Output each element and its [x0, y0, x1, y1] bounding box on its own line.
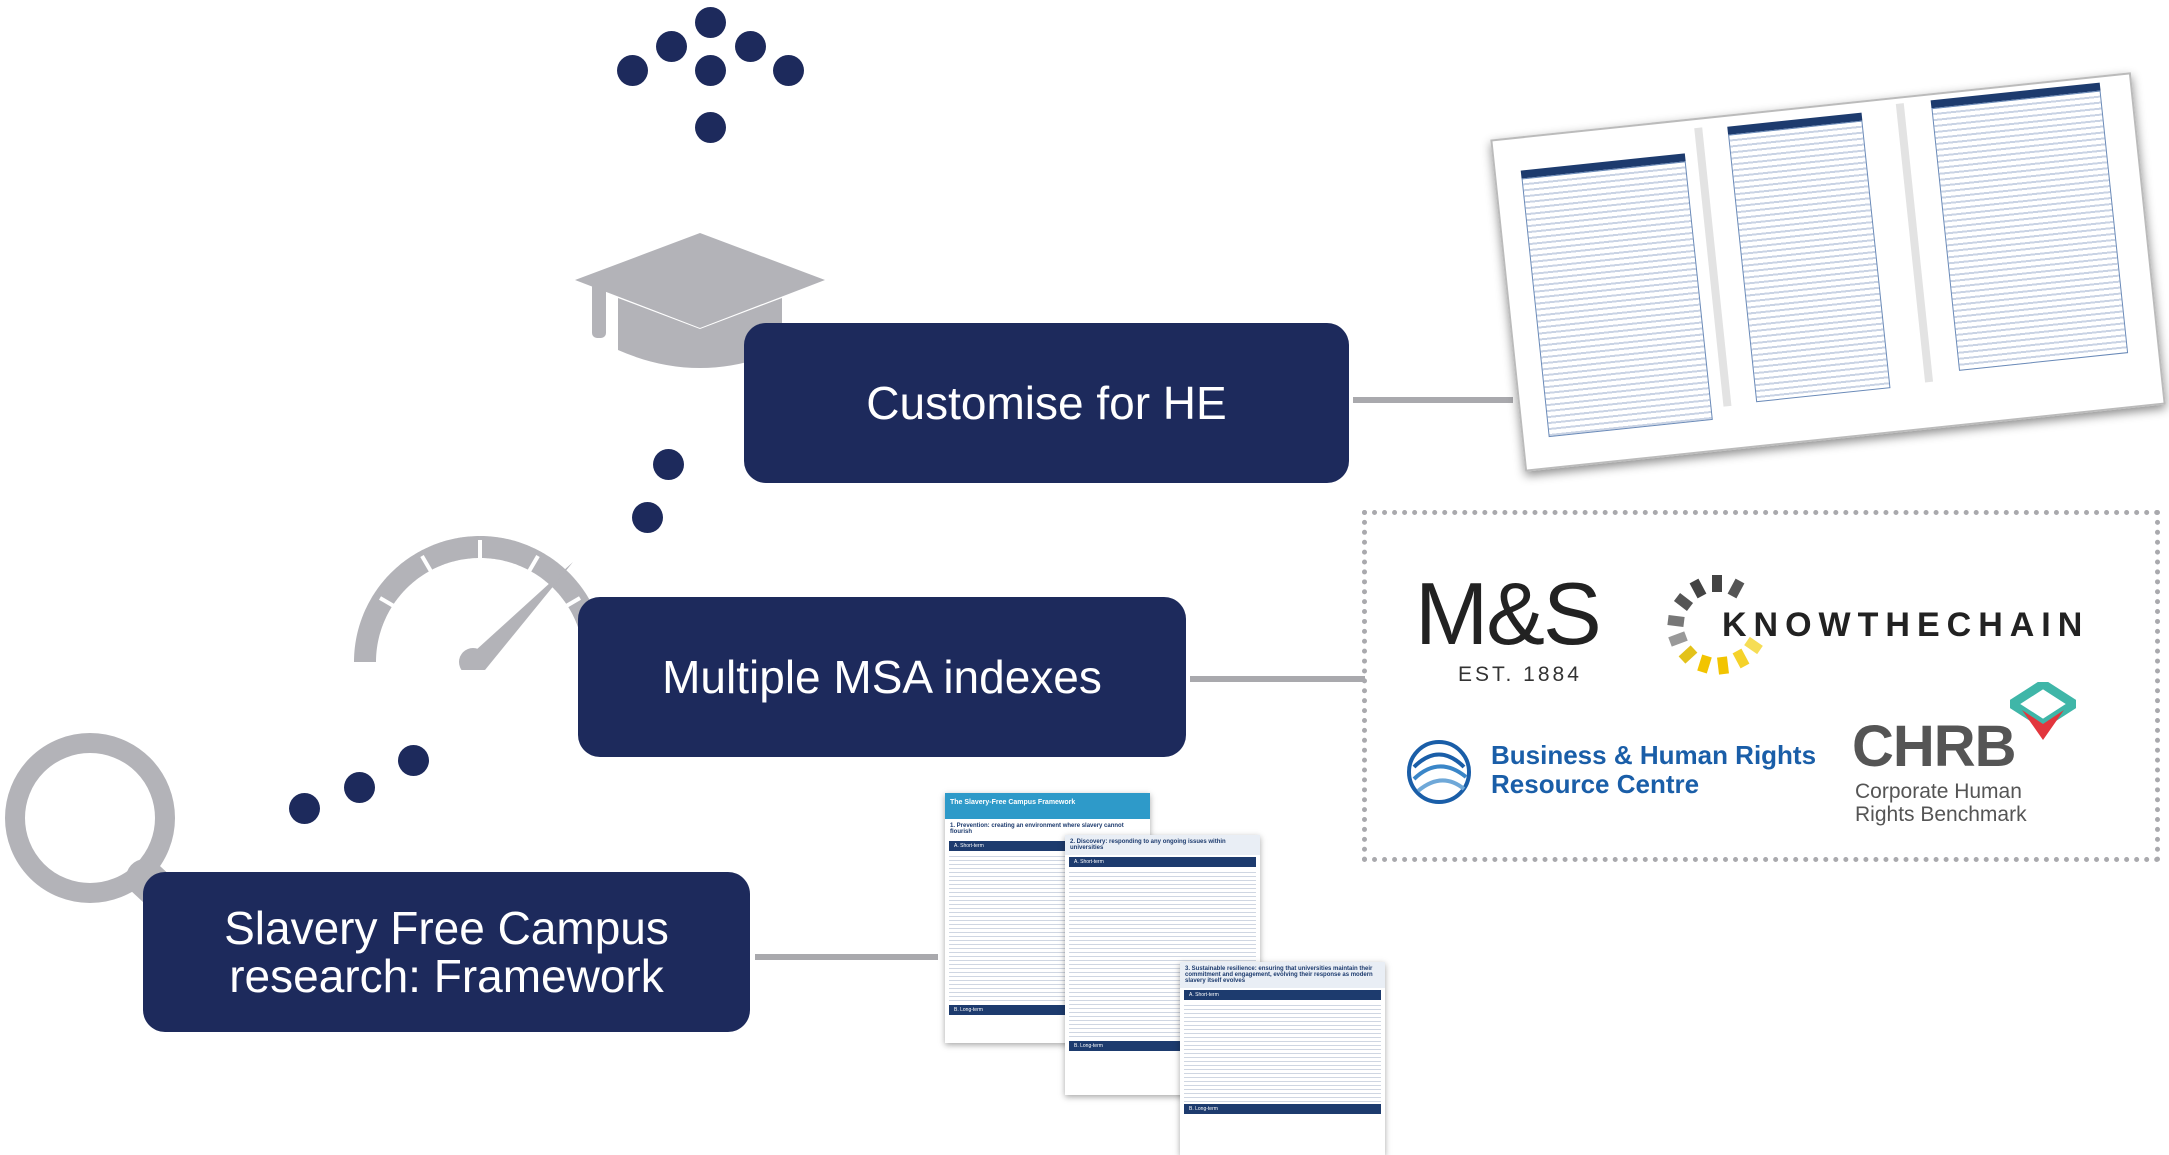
framework-doc-subheader: A. Short-term	[1184, 990, 1381, 1000]
step-label: Slavery Free Campus research: Framework	[224, 901, 669, 1002]
campus-mapping-document	[1486, 72, 2166, 472]
step-label: Multiple MSA indexes	[662, 651, 1102, 703]
arrow-dot	[656, 31, 687, 62]
arrow-dot	[735, 31, 766, 62]
framework-doc-subheader: A. Short-term	[949, 841, 1146, 851]
arrow-dot	[695, 112, 726, 143]
connector-line	[1353, 397, 1513, 403]
msa-index-logos-panel	[1362, 510, 2160, 862]
path-dot	[344, 772, 375, 803]
step-multiple-msa-indexes: Multiple MSA indexes	[578, 597, 1186, 757]
framework-doc-page-3: 3. Sustainable resilience: ensuring that…	[1180, 962, 1385, 1155]
path-dot	[398, 745, 429, 776]
arrow-dot	[695, 7, 726, 38]
knowthechain-logo-icon	[1667, 575, 1763, 675]
framework-doc-section: 3. Sustainable resilience: ensuring that…	[1180, 962, 1385, 988]
bhrrc-logo-line2: Resource Centre	[1491, 769, 1700, 799]
framework-doc-subheader: B. Long-term	[949, 1005, 1146, 1015]
connector-line	[755, 954, 938, 960]
doc-page	[1519, 141, 1713, 438]
framework-doc-subheader: B. Long-term	[1069, 1041, 1256, 1051]
step-framework-research: Slavery Free Campus research: Framework	[143, 872, 750, 1032]
bhrrc-logo-line1: Business & Human Rights	[1491, 740, 1817, 770]
framework-doc-subheader: A. Short-term	[1069, 857, 1256, 867]
bhrrc-globe-icon	[1407, 740, 1471, 804]
chrb-logo-line1: Corporate Human	[1855, 780, 2022, 803]
framework-doc-section: 2. Discovery: responding to any ongoing …	[1065, 835, 1260, 855]
doc-page	[1727, 112, 1891, 403]
ms-logo: M&S	[1415, 564, 1602, 663]
arrow-dot	[617, 55, 648, 86]
step-customise-for-he: Customise for HE	[744, 323, 1349, 483]
arrow-dot	[773, 55, 804, 86]
ms-est: EST. 1884	[1458, 663, 1582, 686]
arrow-dot	[695, 55, 726, 86]
doc-page	[1930, 82, 2129, 371]
step-label: Customise for HE	[866, 377, 1227, 429]
speedometer-icon	[354, 536, 606, 670]
chrb-logo-abbr: CHRB	[1852, 714, 2017, 779]
path-dot	[632, 502, 663, 533]
chrb-diamond-icon	[2010, 682, 2076, 740]
knowthechain-logo-text: KNOWTHECHAIN	[1722, 606, 2090, 644]
connector-line	[1190, 676, 1365, 682]
chrb-logo-line2: Rights Benchmark	[1855, 803, 2027, 826]
framework-doc-subheader: B. Long-term	[1184, 1104, 1381, 1114]
graduation-cap-icon	[575, 233, 825, 368]
framework-doc-section: 1. Prevention: creating an environment w…	[950, 823, 1124, 835]
path-dot	[289, 793, 320, 824]
path-dot	[653, 449, 684, 480]
framework-doc-title: The Slavery-Free Campus Framework	[945, 793, 1150, 819]
